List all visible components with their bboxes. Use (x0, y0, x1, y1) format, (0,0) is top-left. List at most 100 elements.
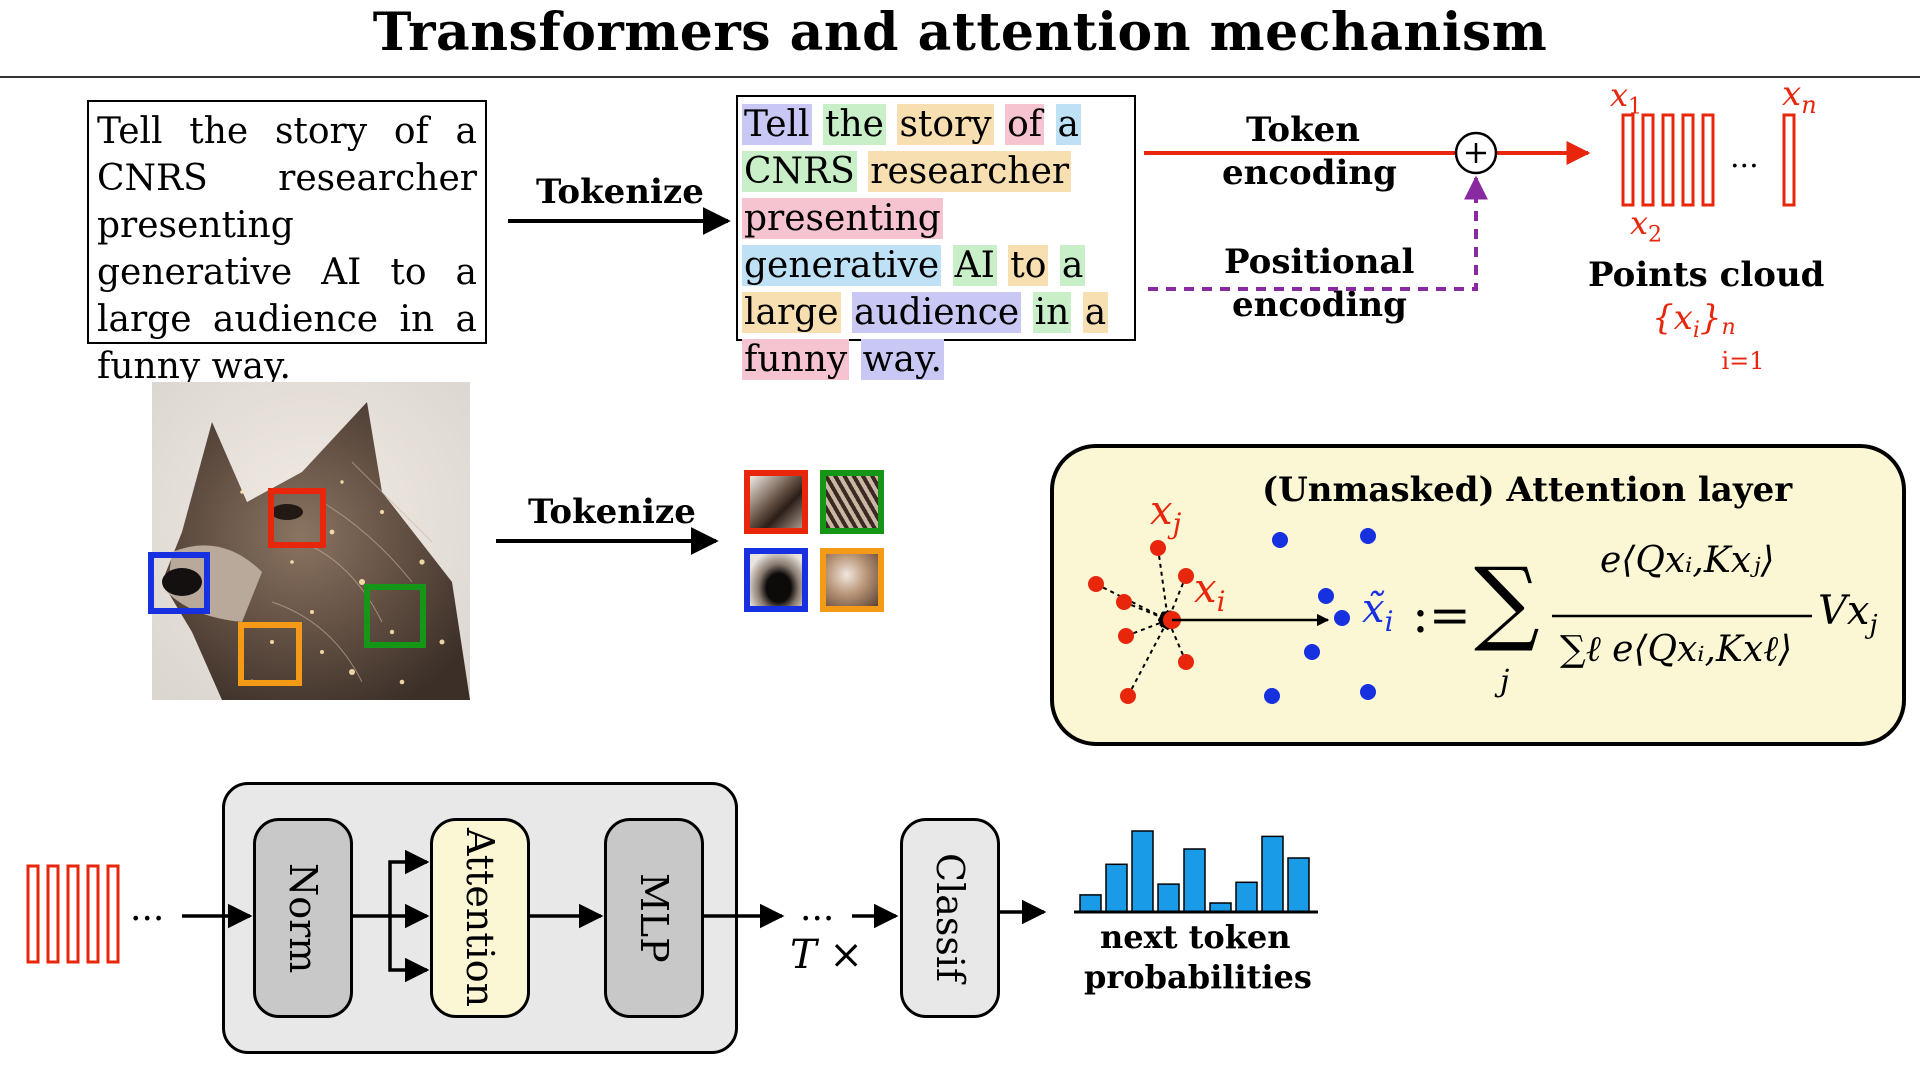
mlp-block: MLP (604, 818, 704, 1018)
token-encoding-label-2: encoding (1222, 153, 1397, 193)
xi-label: xi (1194, 566, 1226, 618)
page-title: Transformers and attention mechanism (372, 2, 1548, 63)
blue-point-5 (1264, 688, 1280, 704)
tokenize-text-label: Tokenize (536, 172, 704, 212)
pipeline-ellipsis-1: ... (130, 888, 165, 929)
x2-label: x2 (1630, 204, 1663, 248)
xj-label: xj (1150, 488, 1182, 540)
token-9: AI (952, 245, 997, 286)
vector-1 (1621, 113, 1635, 207)
blue-point-2 (1318, 588, 1334, 604)
input-vector-3 (66, 864, 80, 964)
attention-edge-0 (1157, 547, 1172, 621)
image-token-green (820, 470, 884, 534)
token-13: audience (852, 292, 1022, 333)
attention-numerator: e⟨Qxᵢ,Kxⱼ⟩ (1600, 540, 1775, 581)
red-point-6 (1120, 688, 1136, 704)
input-vector-4 (86, 864, 100, 964)
token-1: the (823, 104, 886, 145)
token-12: large (742, 292, 841, 333)
classif-block: Classif (900, 818, 1000, 1018)
red-point-3 (1116, 594, 1132, 610)
output-label-2: probabilities (1084, 958, 1312, 996)
token-4: a (1055, 104, 1081, 145)
token-14: in (1032, 292, 1072, 333)
token-2: story (897, 104, 994, 145)
points-cloud-label: Points cloud (1588, 255, 1825, 295)
token-8: generative (742, 245, 942, 286)
attention-block: Attention (430, 818, 530, 1018)
repeat-label: T × (790, 932, 863, 978)
token-3: of (1005, 104, 1045, 145)
output-label-1: next token (1100, 918, 1291, 956)
red-point-1 (1178, 568, 1194, 584)
probability-bar-2 (1131, 830, 1154, 913)
pipeline-ellipsis-2: ... (800, 888, 835, 929)
prompt-text-box: Tell the story of a CNRS researcher pres… (87, 100, 487, 387)
token-7: presenting (742, 198, 943, 239)
probability-bar-8 (1287, 857, 1310, 913)
red-point-4 (1118, 628, 1134, 644)
attention-value-term: Vxj (1818, 588, 1878, 640)
input-vector-5 (106, 864, 120, 964)
sum-symbol: ∑ (1474, 548, 1540, 655)
red-point-0 (1150, 540, 1166, 556)
tokenized-text-box: Tell the story of a CNRS researcher pres… (736, 95, 1136, 380)
token-6: researcher (868, 151, 1072, 192)
attention-key-arrow (388, 916, 430, 983)
red-point-2 (1088, 576, 1104, 592)
blue-point-3 (1334, 610, 1350, 626)
vector-2 (1641, 113, 1655, 207)
positional-encoding-arrow (1148, 175, 1488, 291)
assign-symbol: := (1412, 586, 1471, 644)
patch-frame-orange (238, 622, 302, 686)
blue-point-0 (1272, 532, 1288, 548)
points-ellipsis: ... (1730, 140, 1759, 175)
image-token-orange (820, 548, 884, 612)
vector-3 (1661, 113, 1675, 207)
xn-label: xn (1782, 74, 1817, 119)
norm-block: Norm (253, 818, 353, 1018)
token-5: CNRS (742, 151, 857, 192)
patch-frame-blue (148, 552, 210, 614)
blue-point-6 (1360, 684, 1376, 700)
attention-edge-6 (1127, 619, 1169, 697)
input-token-vectors (26, 864, 120, 964)
token-0: Tell (742, 104, 812, 145)
image-token-red (744, 470, 808, 534)
patch-frame-green (364, 584, 426, 648)
attention-panel-title: (Unmasked) Attention layer (1262, 470, 1793, 510)
probability-bar-6 (1235, 881, 1258, 913)
attention-denominator: ∑ℓ e⟨Qxᵢ,Kxℓ⟩ (1560, 629, 1793, 670)
patch-frame-red (268, 488, 326, 548)
attention-panel (1050, 444, 1906, 746)
token-16: funny (742, 339, 850, 380)
tokenize-image-label: Tokenize (528, 492, 696, 532)
token-17: way. (860, 339, 944, 380)
vector-4 (1681, 113, 1695, 207)
xtilde-label: x̃i (1362, 586, 1394, 638)
blue-point-1 (1360, 528, 1376, 544)
token-15: a (1082, 292, 1109, 333)
input-vector-1 (26, 864, 40, 964)
probability-bar-1 (1105, 863, 1128, 913)
probability-bar-4 (1183, 848, 1206, 913)
sum-index: j (1500, 664, 1510, 699)
vector-5 (1701, 113, 1715, 207)
positional-encoding-label-2: encoding (1232, 285, 1407, 325)
point-cloud-vectors (1621, 113, 1796, 207)
title-divider (0, 76, 1920, 78)
probability-bar-0 (1079, 894, 1102, 913)
token-encoding-label-1: Token (1246, 110, 1360, 150)
attention-query-arrow (388, 849, 430, 916)
image-token-blue (744, 548, 808, 612)
vector-n (1782, 113, 1796, 207)
probability-bar-3 (1157, 883, 1180, 913)
blue-point-4 (1304, 644, 1320, 660)
input-vector-2 (46, 864, 60, 964)
attention-points (1088, 528, 1376, 704)
positional-encoding-label-1: Positional (1224, 242, 1415, 282)
token-10: to (1008, 245, 1049, 286)
probability-bar-7 (1261, 835, 1284, 913)
